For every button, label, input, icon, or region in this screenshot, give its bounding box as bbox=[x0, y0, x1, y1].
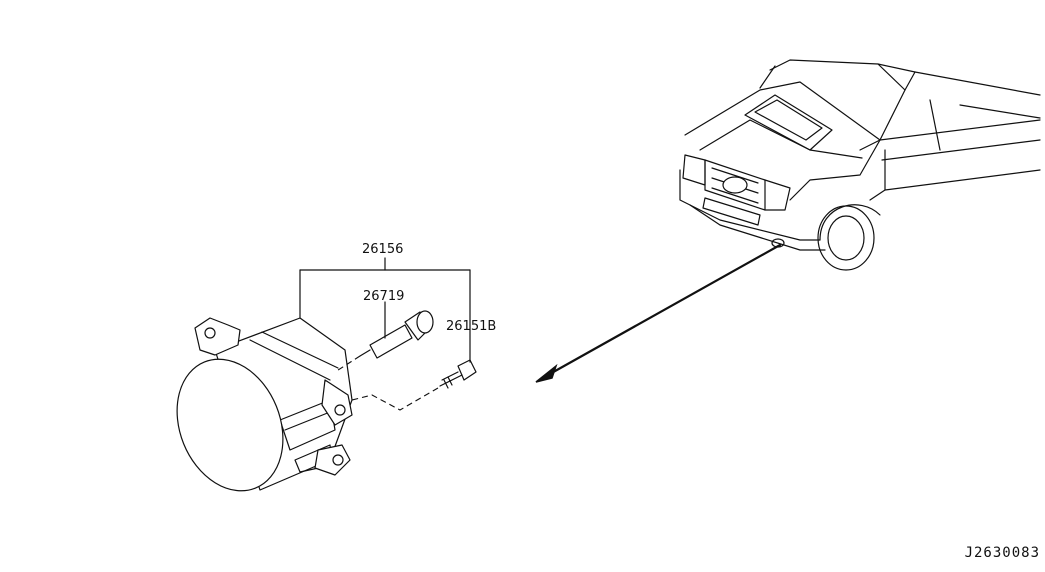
fog-lamp-assembly bbox=[176, 317, 353, 492]
leader-lines bbox=[299, 257, 471, 363]
vehicle-illustration bbox=[679, 59, 1041, 271]
part-label-bulb: 26719 bbox=[363, 289, 404, 304]
part-label-screw: 26151B bbox=[446, 319, 496, 334]
part-label-assembly: 26156 bbox=[362, 242, 403, 257]
bulb bbox=[359, 310, 434, 359]
location-arrow bbox=[535, 243, 782, 383]
diagram-code: J2630083 bbox=[965, 545, 1040, 561]
screw bbox=[439, 359, 477, 389]
